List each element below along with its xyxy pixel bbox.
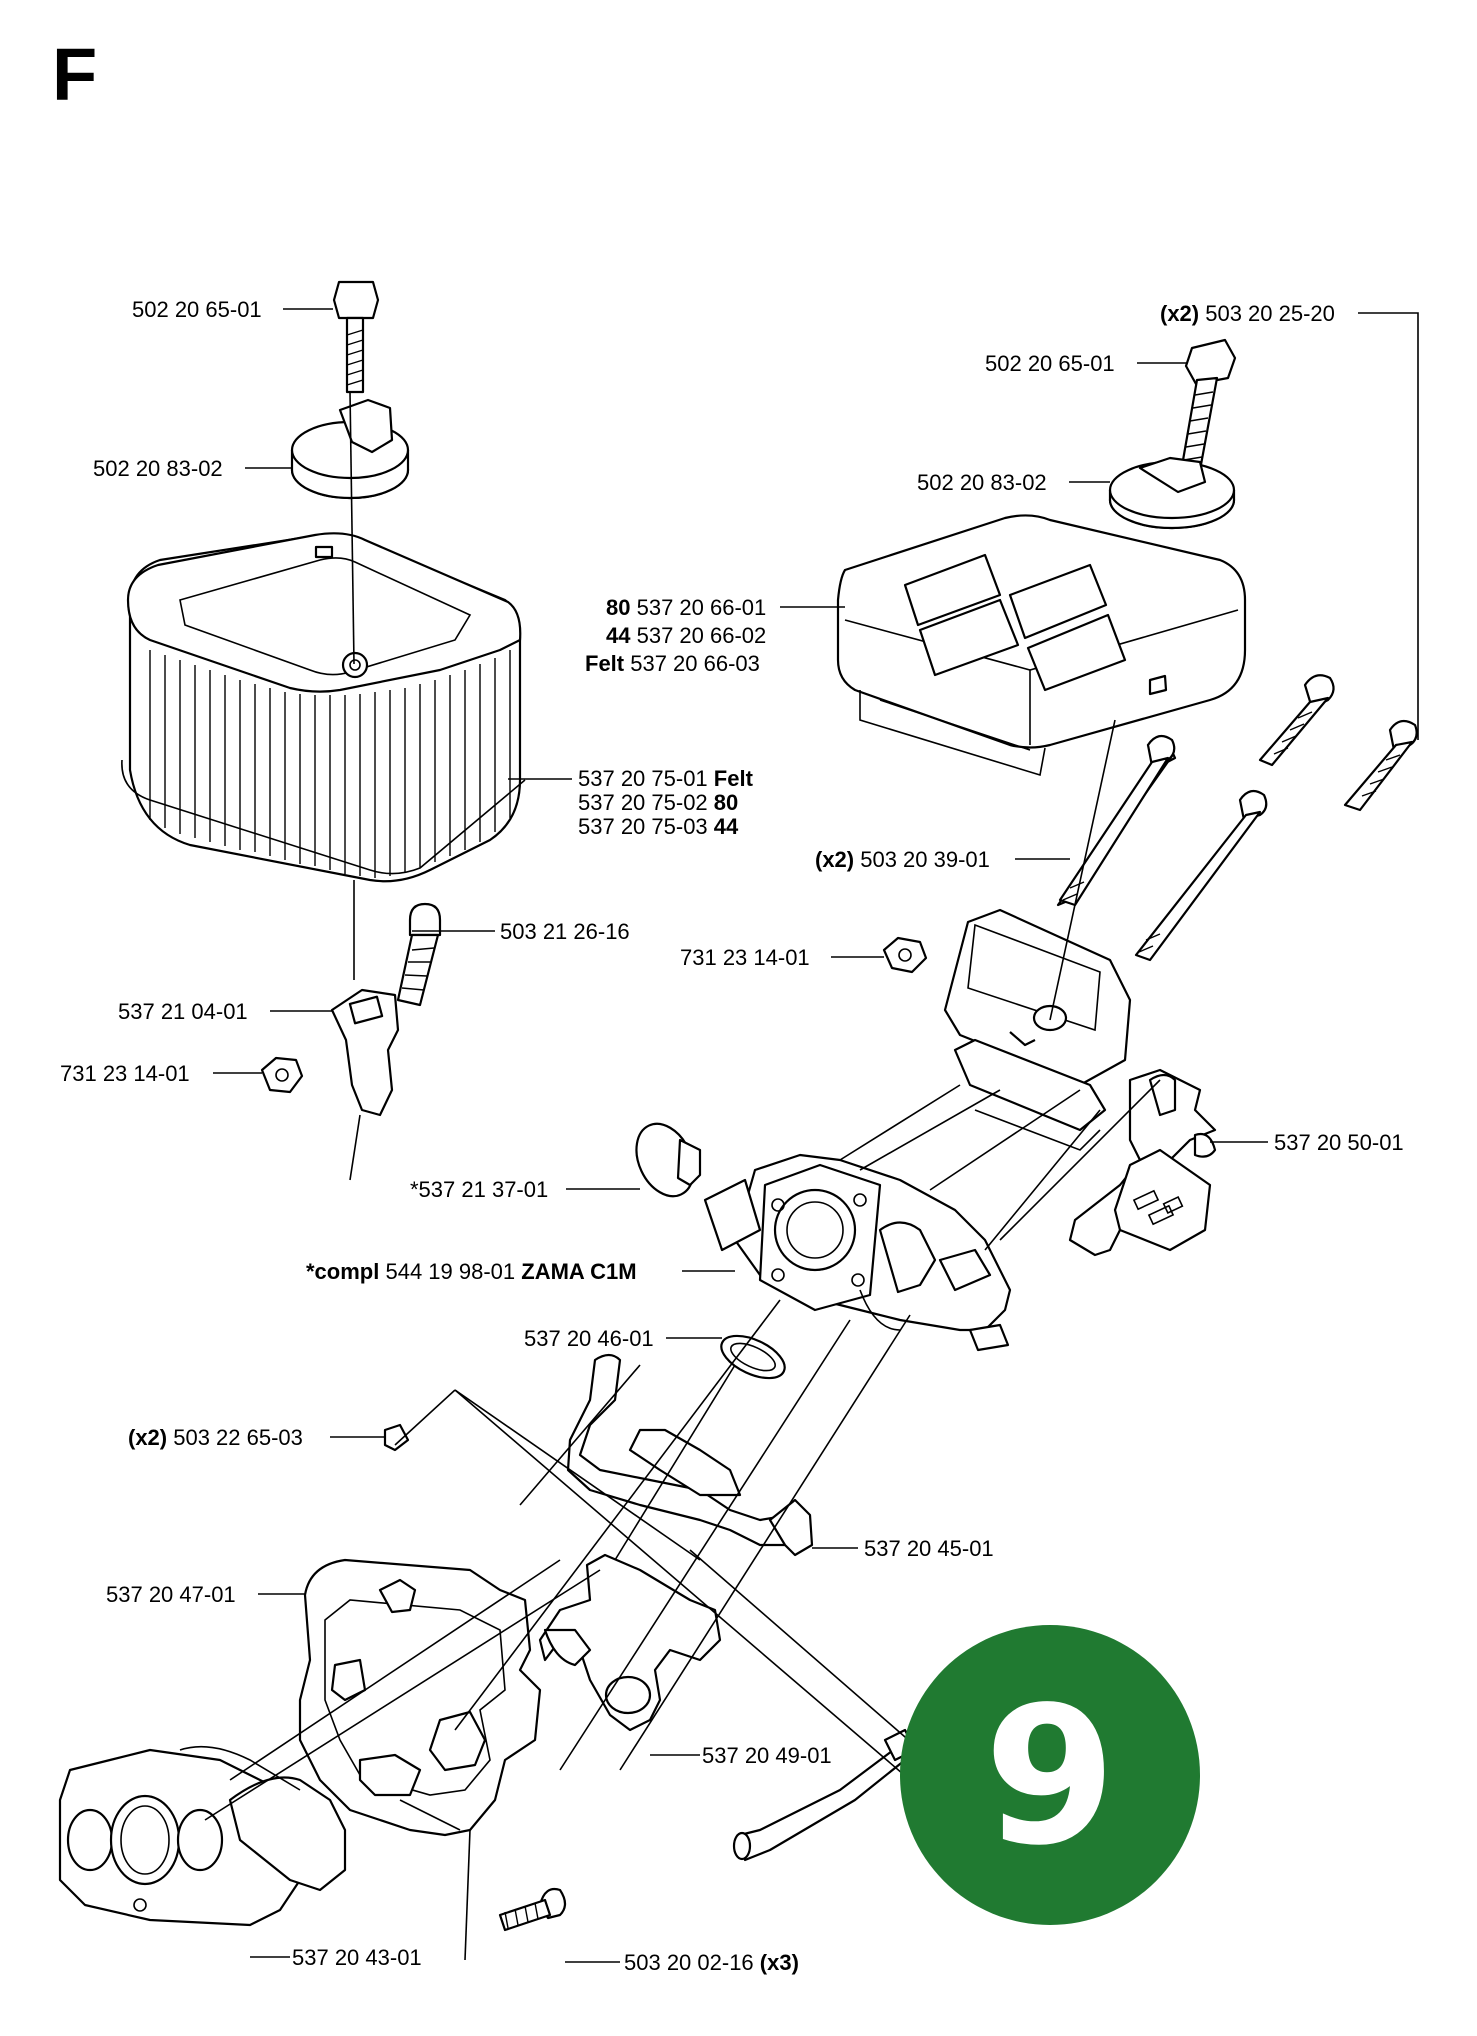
manifold-cover xyxy=(298,1558,542,1837)
bracket-left xyxy=(330,988,400,1181)
label-537-20-75-03: 537 20 75-03 44 xyxy=(578,814,739,839)
filter-adapter xyxy=(943,908,1132,1151)
label-544-19-98-01: *compl 544 19 98-01 ZAMA C1M xyxy=(306,1259,637,1284)
carburetor xyxy=(703,1153,1012,1352)
air-filter-left xyxy=(121,532,526,883)
knob-left xyxy=(290,398,410,500)
label-503-20-02-16: 503 20 02-16 (x3) xyxy=(624,1950,799,1975)
leader-lines xyxy=(213,308,1419,1963)
knob-right xyxy=(1108,456,1236,530)
bolt-right xyxy=(1180,338,1237,472)
screw-long-3 xyxy=(1058,734,1176,907)
cover-right xyxy=(836,514,1247,777)
section-badge: 9 xyxy=(900,1625,1200,1925)
label-503-22-65-03: (x2) 503 22 65-03 xyxy=(128,1425,303,1450)
label-503-20-39-01: (x2) 503 20 39-01 xyxy=(815,847,990,872)
screw-long-4 xyxy=(1134,789,1268,962)
nut-right xyxy=(882,936,928,974)
intake-elbow xyxy=(538,1553,722,1732)
nut-left xyxy=(260,1056,304,1094)
label-537-20-75-02: 537 20 75-02 80 xyxy=(578,790,738,815)
label-537-20-75-01: 537 20 75-01 Felt xyxy=(578,766,754,791)
assembly-lines xyxy=(204,719,1161,1961)
label-502-20-65-01-left: 502 20 65-01 xyxy=(132,297,262,322)
label-503-20-25-20: (x2) 503 20 25-20 xyxy=(1160,301,1335,326)
label-537-20-66-02: 44 537 20 66-02 xyxy=(606,623,766,648)
label-537-20-66-03: Felt 537 20 66-03 xyxy=(585,651,760,676)
label-537-20-45-01: 537 20 45-01 xyxy=(864,1536,994,1561)
label-502-20-83-02-left: 502 20 83-02 xyxy=(93,456,223,481)
carb-gasket-ring xyxy=(720,1334,786,1380)
screw-small xyxy=(396,902,442,1007)
axis-line-left xyxy=(349,391,355,665)
label-537-21-04-01: 537 21 04-01 xyxy=(118,999,248,1024)
label-502-20-65-01-right: 502 20 65-01 xyxy=(985,351,1115,376)
label-502-20-83-02-right: 502 20 83-02 xyxy=(917,470,1047,495)
screw-long-2 xyxy=(1258,674,1335,767)
section-letter: F xyxy=(52,33,98,116)
bolt-left xyxy=(332,280,380,394)
label-731-23-14-01-right: 731 23 14-01 xyxy=(680,945,810,970)
screw-long-5 xyxy=(1343,719,1418,812)
label-537-20-50-01: 537 20 50-01 xyxy=(1274,1130,1404,1155)
part-labels: 502 20 65-01 502 20 83-02 537 20 75-01 F… xyxy=(60,297,1404,1975)
carb-diaphragm xyxy=(635,1122,702,1198)
label-537-21-37-01: *537 21 37-01 xyxy=(410,1177,548,1202)
small-nut-x2 xyxy=(383,1423,410,1452)
label-537-20-49-01: 537 20 49-01 xyxy=(702,1743,832,1768)
label-537-20-43-01: 537 20 43-01 xyxy=(292,1945,422,1970)
label-537-20-66-01: 80 537 20 66-01 xyxy=(606,595,766,620)
intake-flange xyxy=(58,1745,347,1927)
label-503-21-26-16: 503 21 26-16 xyxy=(500,919,630,944)
label-537-20-47-01: 537 20 47-01 xyxy=(106,1582,236,1607)
throttle-link-bracket xyxy=(566,1353,814,1557)
label-731-23-14-01-left: 731 23 14-01 xyxy=(60,1061,190,1086)
screw-bottom xyxy=(498,1887,567,1932)
support-bracket-right xyxy=(1068,1068,1217,1257)
badge-circle xyxy=(900,1625,1200,1925)
badge-number: 9 xyxy=(984,1666,1116,1887)
label-537-20-46-01: 537 20 46-01 xyxy=(524,1326,654,1351)
